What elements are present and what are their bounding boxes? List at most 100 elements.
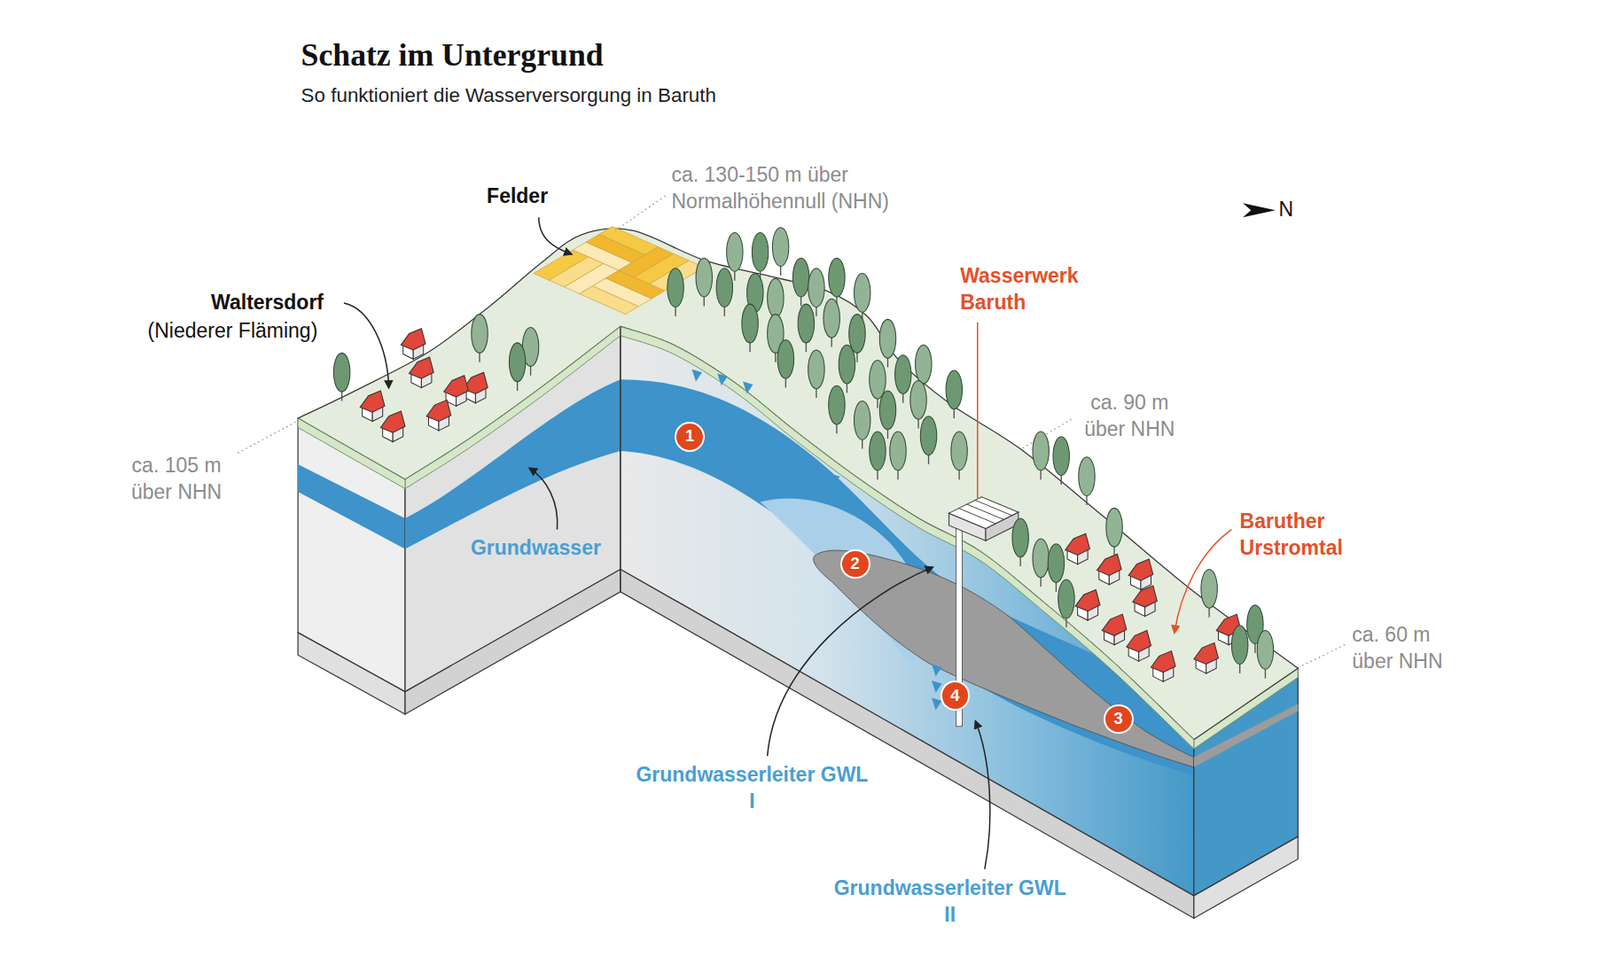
flow-marker [931, 680, 943, 694]
soil-strip [405, 326, 621, 489]
tree-crown [1201, 569, 1218, 609]
house [1126, 631, 1152, 663]
leader-arrow [538, 217, 572, 254]
tree [1012, 518, 1029, 567]
flow-marker [742, 382, 754, 395]
flow-marker [850, 499, 861, 512]
tree-crown [1106, 507, 1123, 547]
leader-dotted [237, 421, 297, 454]
callout-number: 4 [942, 682, 969, 710]
tree-crown [1256, 631, 1273, 671]
tree-crown [508, 343, 525, 383]
tree [1053, 437, 1070, 485]
tree [838, 344, 855, 393]
flow-marker [829, 473, 841, 486]
tree-crown [889, 431, 906, 471]
tree-crown [1032, 431, 1049, 471]
leader-arrow [343, 303, 390, 389]
tree-crown [767, 278, 784, 318]
house-roof [409, 357, 435, 379]
tree [1256, 631, 1273, 680]
tree [667, 268, 684, 317]
tree [772, 227, 789, 276]
building-roof [949, 497, 1019, 530]
tree [1032, 431, 1049, 480]
north-arrow [1242, 202, 1276, 218]
base-strip [405, 569, 621, 714]
tree-crown [797, 304, 814, 344]
tree-crown [695, 257, 712, 297]
house [1096, 554, 1122, 586]
tree-crown [1053, 437, 1070, 477]
house [1128, 559, 1154, 591]
tree-crown [751, 233, 768, 273]
house-roof [1150, 651, 1176, 673]
tree-crown [808, 350, 825, 390]
tree-crown [951, 431, 968, 471]
house-roof [426, 399, 452, 422]
tree-crown [910, 380, 927, 420]
place-label: Waltersdorf [210, 289, 324, 317]
tree [741, 304, 758, 352]
tree [951, 431, 968, 480]
house-roof [1194, 642, 1219, 664]
tree [1231, 625, 1248, 674]
north-arrow-head [1242, 202, 1276, 218]
field-plot [599, 226, 659, 256]
leader-line [976, 322, 978, 499]
tree [828, 385, 845, 434]
terrain-top [297, 228, 1298, 741]
tree [889, 431, 906, 480]
elevation-label: ca. 60 m über NHN [1351, 622, 1465, 676]
tree-crown [741, 304, 758, 344]
tree [333, 352, 350, 401]
tree-crown [1231, 625, 1248, 665]
house-roof [1096, 554, 1122, 576]
tree [808, 350, 825, 399]
house-roof [1128, 559, 1154, 581]
tree [895, 355, 912, 404]
leader-lines [237, 195, 1345, 870]
terrain-surface [297, 228, 1298, 750]
callout-number: 2 [842, 551, 869, 578]
tree-crown [1078, 457, 1095, 497]
callout-text: 2 [850, 555, 860, 572]
tree [823, 298, 840, 347]
tree-crown [828, 385, 845, 425]
house [1065, 533, 1091, 565]
elevation-label: ca. 105 m über NHN [120, 452, 234, 507]
tree [869, 431, 886, 480]
tree [797, 304, 814, 352]
elevation-label: ca. 130-150 m über Normalhöhennull (NHN) [671, 162, 968, 216]
facility-label: Wasserwerk Baruth [960, 263, 1134, 317]
block-edge [619, 326, 621, 592]
house-roof [1126, 631, 1152, 653]
house [359, 390, 385, 422]
tree-crown [726, 233, 743, 273]
tree-crown [854, 273, 871, 313]
callout-text: 4 [950, 687, 960, 704]
tree-crown [777, 339, 794, 379]
north-label: N [1278, 196, 1294, 224]
callout-text: 3 [1114, 710, 1124, 727]
region-label: Baruther Urstromtal [1240, 508, 1414, 562]
tree [777, 339, 794, 388]
leader-arrow [529, 468, 557, 530]
house-roof [1075, 590, 1101, 612]
tree-crown [920, 416, 937, 456]
house [380, 411, 406, 443]
leader-arrow [767, 567, 933, 757]
tree-crown [471, 314, 488, 354]
house [1150, 651, 1176, 683]
tree-crown [1032, 538, 1049, 578]
waterworks [949, 497, 1019, 727]
tree-crown [828, 257, 845, 297]
leader-arrow [975, 721, 990, 870]
aquifer-label: Grundwasserleiter GWL II [832, 875, 1068, 929]
leader-arrow [1174, 530, 1232, 633]
base-strip [1194, 836, 1298, 919]
tree-crown [879, 390, 896, 430]
layer-label: Grundwasser [470, 535, 601, 562]
title: Schatz im Untergrund [301, 34, 604, 76]
